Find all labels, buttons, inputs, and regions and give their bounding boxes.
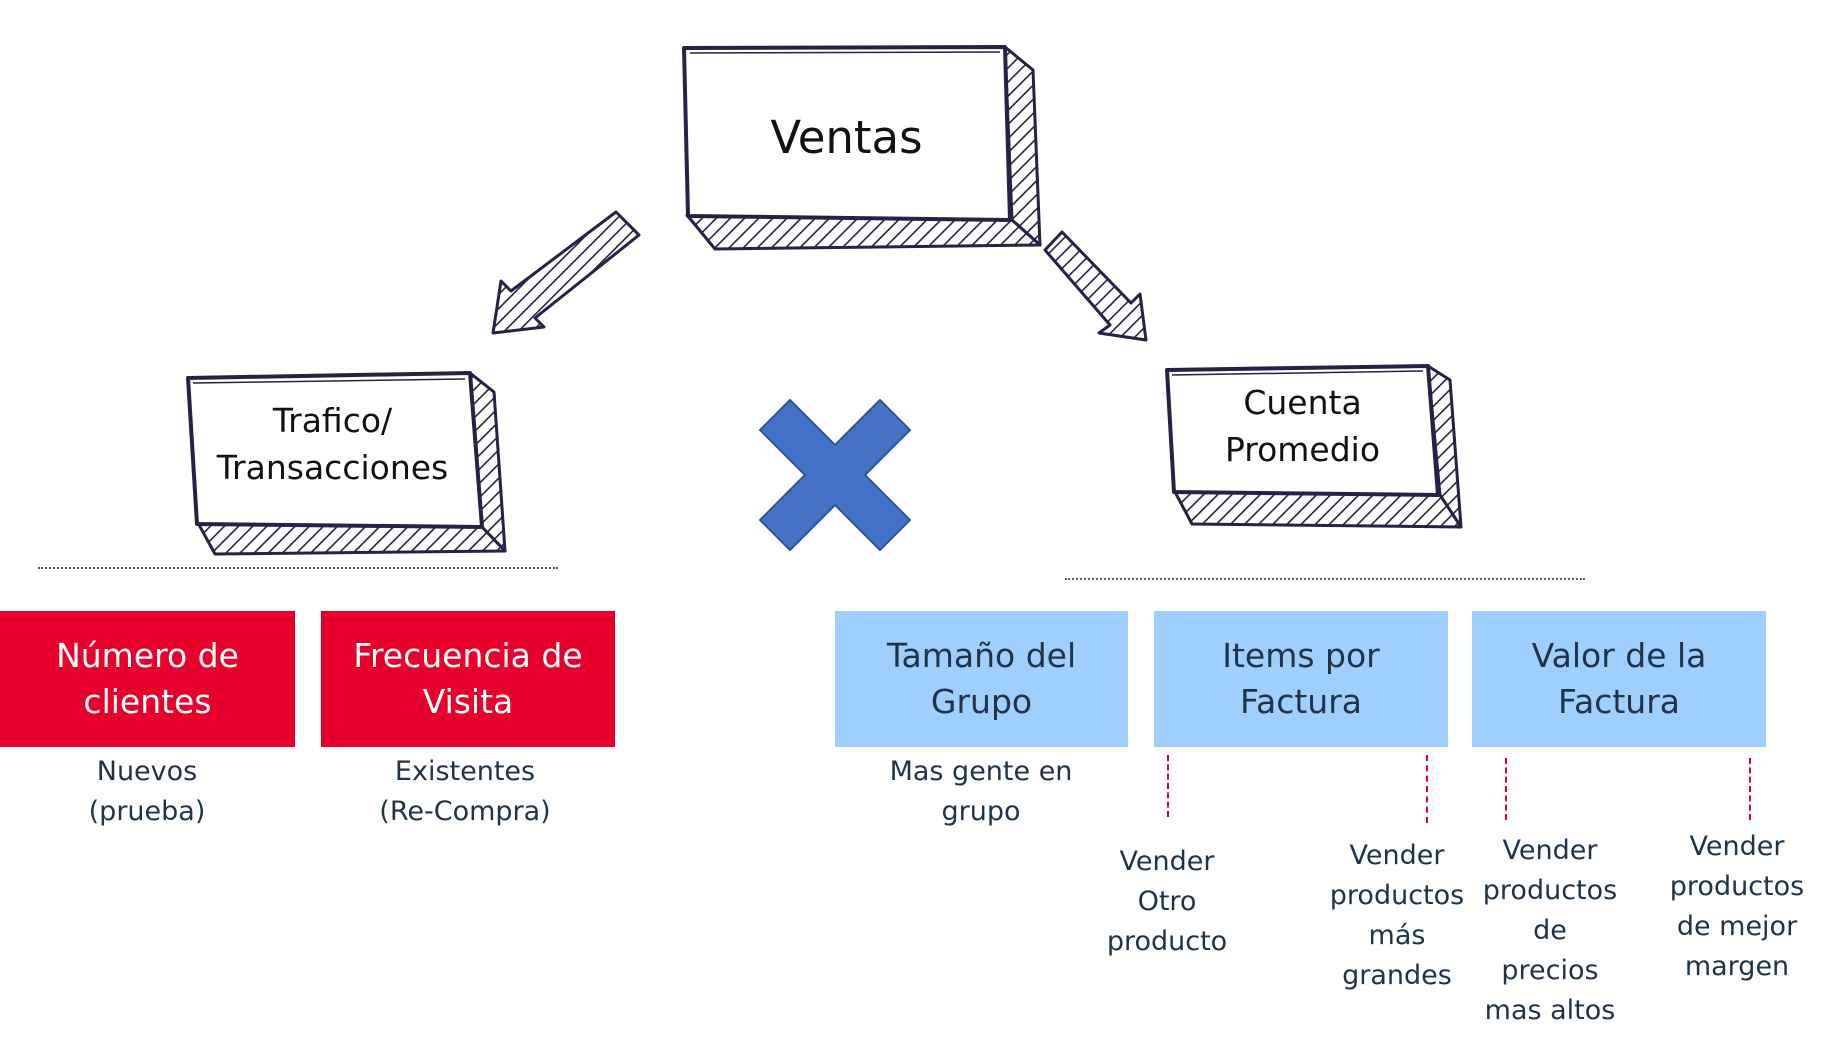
- items-factura-card: Items por Factura: [1154, 611, 1448, 747]
- nuevos-note: Nuevos (prueba): [88, 756, 206, 827]
- right-arrow: [1043, 230, 1148, 342]
- vender-otro-producto-note: Vender Otro producto: [1106, 846, 1228, 957]
- valor-factura-card: Valor de la Factura: [1472, 611, 1766, 747]
- right-dotted-divider: [1065, 578, 1585, 580]
- numero-clientes-card: Número de clientes: [0, 611, 295, 747]
- left-arrow: [491, 210, 641, 335]
- vender-precios-altos-note: Vender productos de precios mas altos: [1482, 835, 1618, 1026]
- branch-connector-mejor-margen: [1749, 758, 1751, 820]
- trafico-label: Trafico/ Transacciones: [195, 398, 470, 492]
- cuenta-line-1: Cuenta: [1243, 383, 1362, 422]
- multiply-icon: [759, 399, 911, 551]
- tamano-grupo-card: Tamaño del Grupo: [835, 611, 1128, 747]
- branch-connector-otro-producto: [1167, 755, 1169, 817]
- ventas-label: Ventas: [770, 111, 923, 164]
- ventas-box: [682, 45, 1042, 251]
- mas-gente-note: Mas gente en grupo: [889, 756, 1073, 827]
- trafico-line-2: Transacciones: [216, 447, 449, 487]
- branch-connector-precios-altos: [1505, 758, 1507, 820]
- vender-mas-grandes-note: Vender productos más grandes: [1329, 840, 1465, 991]
- cuenta-promedio-box: [1165, 364, 1463, 529]
- existentes-note: Existentes (Re-Compra): [379, 756, 551, 827]
- cuenta-line-2: Promedio: [1224, 429, 1381, 469]
- trafico-box: [186, 371, 507, 556]
- vender-mejor-margen-note: Vender productos de mejor margen: [1669, 831, 1805, 982]
- cuenta-promedio-label: Cuenta Promedio: [1175, 380, 1430, 474]
- frecuencia-visita-card: Frecuencia de Visita: [321, 611, 615, 747]
- branch-connector-mas-grandes: [1426, 755, 1428, 823]
- trafico-line-1: Trafico/: [272, 401, 393, 440]
- left-dotted-divider: [38, 567, 558, 569]
